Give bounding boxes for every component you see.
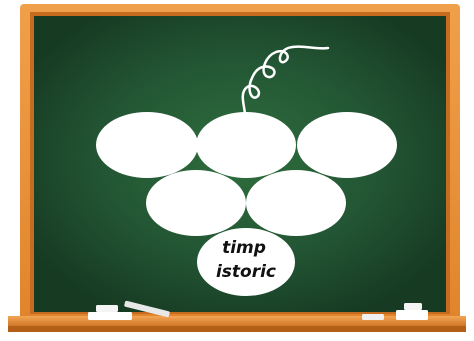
chalk-ledge-shadow (8, 326, 466, 332)
chalk-piece (362, 314, 384, 320)
bubble-middle-left (146, 170, 246, 236)
bubble-middle-right (246, 170, 346, 236)
bubble-bottom-label-line1: timp (222, 238, 266, 258)
bubble-top-middle (196, 112, 296, 178)
chalk-piece (96, 305, 118, 312)
chalk-piece (396, 310, 428, 320)
chalk-piece (404, 303, 422, 310)
bubble-bottom-label-line2: istoric (216, 262, 276, 282)
chalk-piece (88, 312, 132, 320)
bubble-top-left (96, 112, 198, 178)
bubble-top-right (297, 112, 397, 178)
